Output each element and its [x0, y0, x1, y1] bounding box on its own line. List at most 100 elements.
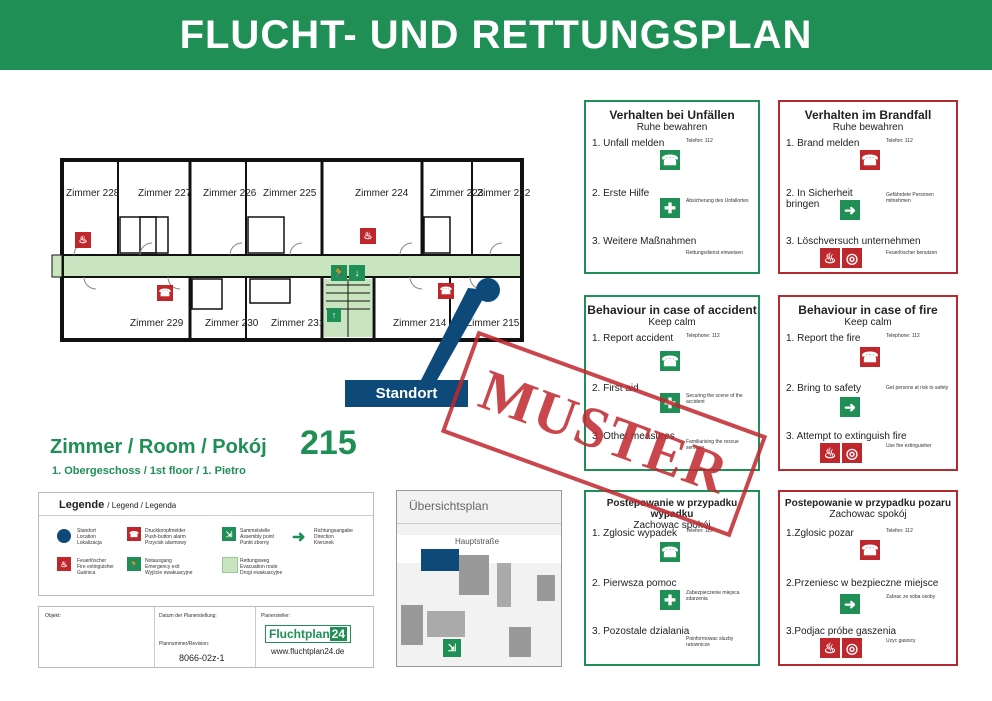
plan-info: Objekt: Datum der Planerstellung: Planer… [38, 606, 374, 668]
street-label: Hauptstraße [455, 537, 500, 546]
panel-detail: Telefon: 112 [886, 138, 913, 144]
panel-step: 3. Other measures [592, 431, 675, 442]
room-label: Zimmer 214 [393, 318, 447, 329]
overview-title: Übersichtsplan [409, 499, 489, 513]
panel-fire-pl: Postepowanie w przypadku pozaru Zachowac… [778, 490, 958, 666]
legend-text: Direction [314, 534, 334, 540]
room-label: Zimmer 225 [263, 188, 317, 199]
panel-step: 3.Podjac próbe gaszenia [786, 626, 897, 637]
room-number: 215 [300, 424, 357, 462]
brand-text: Fluchtplan [269, 627, 330, 641]
panel-subtitle: Ruhe bewahren [832, 122, 904, 133]
fire-hose-icon: ◎ [842, 443, 862, 463]
legend-title: Legende [59, 499, 105, 511]
panel-detail: Get persons at risk to safety [886, 385, 949, 391]
panel-detail: Zabezpieczenie miejsca zdarzenia [686, 590, 740, 602]
brand-url: www.fluchtplan24.de [271, 647, 345, 656]
phone-icon: ☎ [660, 150, 680, 170]
panel-detail: Use fire extinguisher [886, 443, 932, 449]
panel-detail: Telefon: 112 [686, 138, 713, 144]
panel-title: Behaviour in case of accident [587, 303, 757, 317]
first-aid-icon: ✚ [660, 198, 680, 218]
legend-text: Rettungsweg [240, 558, 270, 564]
panel-detail: Gefährdete Personen mitnehmen [886, 192, 934, 204]
panel-step: 1. Zglosic wypadek [592, 528, 678, 539]
exit-arrow-icon: ➜ [840, 397, 860, 417]
phone-icon: ☎ [660, 542, 680, 562]
legend-text: Location [77, 534, 96, 540]
room-label: Zimmer 230 [205, 318, 259, 329]
phone-icon: ☎ [860, 540, 880, 560]
panel-step: 3. Pozostale dzialania [592, 626, 690, 637]
phone-icon: ☎ [860, 347, 880, 367]
fire-extinguisher-icon: ♨ [820, 248, 840, 268]
panel-subtitle: Keep calm [844, 317, 892, 328]
legend-text: Drogi ewakuacyjne [240, 570, 283, 576]
legend-text: Emergency exit [145, 564, 180, 570]
push-button-alarm-icon: ☎ [438, 283, 454, 299]
legend-text: Sammelstelle [240, 528, 271, 534]
emergency-exit-icon: 🏃 [127, 557, 141, 571]
panel-step: 2. In Sicherheit bringen [786, 188, 853, 210]
location-icon [57, 529, 71, 543]
panel-step: 2. Pierwsza pomoc [592, 578, 677, 589]
fire-extinguisher-icon: ♨ [820, 638, 840, 658]
legend-text: Druckknopfmelder [145, 528, 186, 534]
first-aid-icon: ✚ [660, 393, 680, 413]
assembly-point-icon: ⇲ [222, 527, 236, 541]
plannummer-value: 8066-02z-1 [179, 653, 225, 663]
panel-subtitle: Zachowac spokój [633, 520, 711, 531]
push-button-alarm-icon: ☎ [157, 285, 173, 301]
panel-detail: Telephone: 112 [886, 333, 920, 339]
panel-step: 1. Report the fire [786, 333, 861, 344]
panel-detail: Poinformowac sluzby ratownicze [686, 636, 734, 648]
legend-text: Feuerlöscher [77, 558, 107, 564]
plannummer-label: Plannummer/Revision: [159, 641, 210, 647]
panel-detail: Telefon: 112 [886, 528, 913, 534]
room-label: Zimmer 224 [355, 188, 409, 199]
panel-detail: Securing the scene of the accident [686, 393, 743, 405]
evacuation-route-swatch [222, 557, 238, 573]
panel-title: Verhalten im Brandfall [804, 108, 932, 122]
panel-fire-en: Behaviour in case of fire Keep calm 1. R… [778, 295, 958, 471]
panel-accident-en: Behaviour in case of accident Keep calm … [584, 295, 760, 471]
floor-info: 1. Obergeschoss / 1st floor / 1. Pietro [52, 465, 246, 477]
panel-title: Postepowanie w przypadku wypadku [606, 498, 738, 520]
phone-icon: ☎ [860, 150, 880, 170]
fire-extinguisher-icon: ♨ [360, 228, 376, 244]
brand-number: 24 [329, 627, 348, 641]
fire-extinguisher-icon: ♨ [57, 557, 71, 571]
fire-extinguisher-icon: ♨ [75, 232, 91, 248]
room-label: Zimmer 231 [271, 318, 325, 329]
panel-detail: Rettungsdienst einweisen [686, 250, 743, 256]
legend-text: Evacuation route [240, 564, 278, 570]
panel-step: 2. Erste Hilfe [592, 188, 650, 199]
panel-detail: Familiarising the rescue services [686, 439, 739, 451]
datum-label: Datum der Planerstellung: [159, 613, 217, 619]
room-label: Zimmer 223 [430, 188, 484, 199]
standort-label: Standort [345, 380, 468, 407]
panel-title: Behaviour in case of fire [798, 303, 938, 317]
panel-fire-de: Verhalten im Brandfall Ruhe bewahren 1. … [778, 100, 958, 274]
building-highlight [421, 549, 459, 571]
room-label: Zimmer 226 [203, 188, 257, 199]
overview-map: Übersichtsplan Hauptstraße ⇲ [396, 490, 562, 667]
panel-step: 1. Report accident [592, 333, 674, 344]
legend-text: Wyjście ewakuacyjne [145, 570, 193, 576]
legend-text: Przycisk alarmowy [145, 540, 187, 546]
panel-step: 3. Löschversuch unternehmen [786, 236, 921, 247]
objekt-label: Objekt: [45, 613, 61, 619]
panel-step: 3. Weitere Maßnahmen [592, 236, 697, 247]
panel-subtitle: Keep calm [648, 317, 696, 328]
direction-arrow-icon: ➜ [292, 529, 306, 546]
emergency-exit-icon: 🏃 [331, 265, 347, 281]
fire-hose-icon: ◎ [842, 248, 862, 268]
panel-title: Verhalten bei Unfällen [609, 108, 735, 122]
panel-detail: Telephone: 112 [686, 333, 720, 339]
panel-accident-de: Verhalten bei Unfällen Ruhe bewahren 1. … [584, 100, 760, 274]
room-label: Zimmer 227 [138, 188, 192, 199]
legend-text: Gaśnica [77, 570, 96, 576]
phone-icon: ☎ [660, 351, 680, 371]
